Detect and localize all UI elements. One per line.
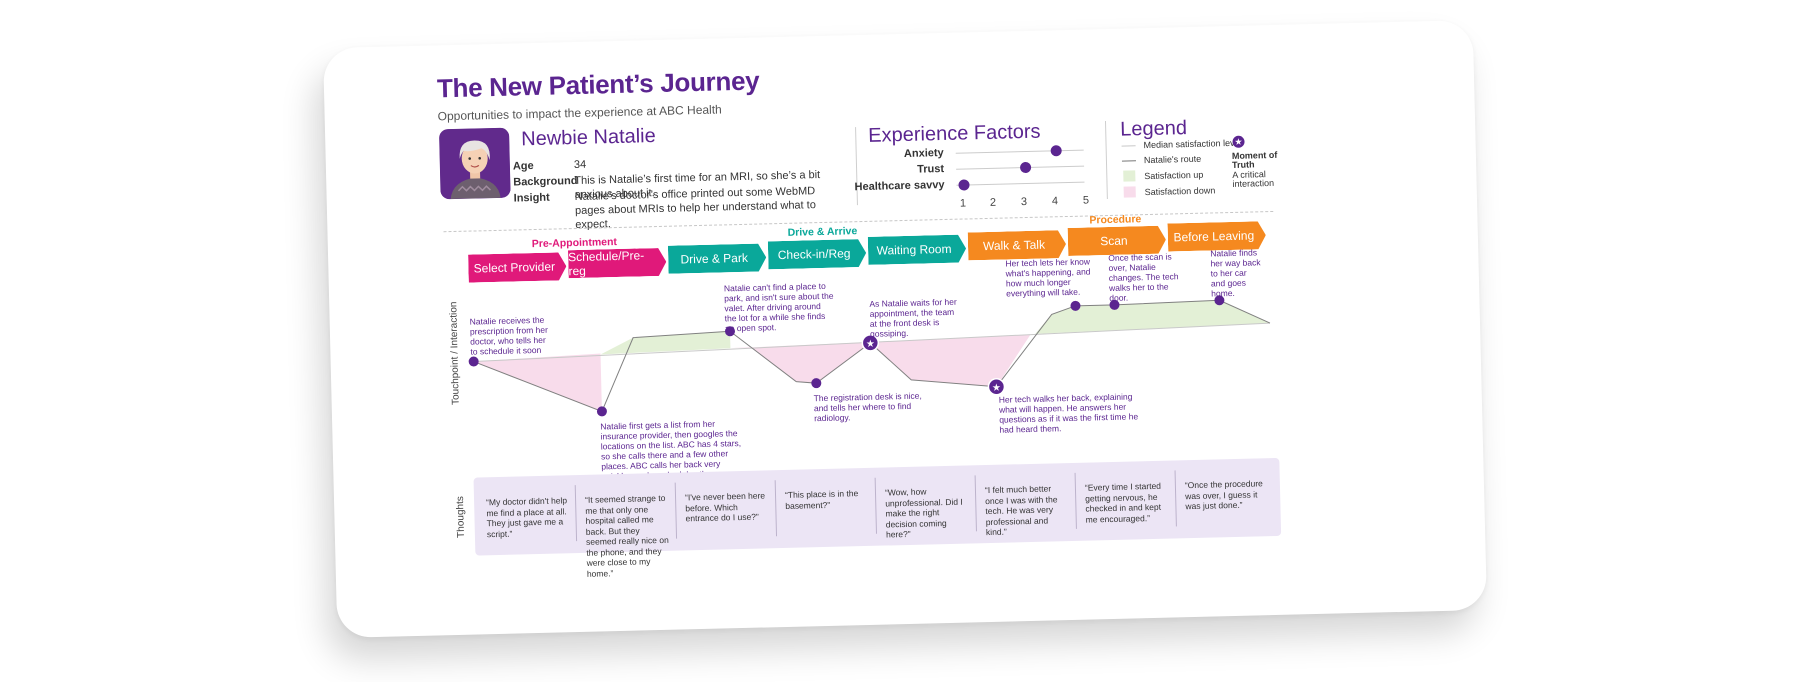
divider [774, 480, 778, 537]
persona-avatar [438, 127, 511, 200]
thought-scan: “Every time I started getting nervous, h… [1084, 480, 1162, 525]
satisfaction-up-area [600, 331, 731, 355]
journey-map-card: The New Patient’s Journey Opportunities … [322, 20, 1488, 638]
thought-select-provider: “My doctor didn't help me find a place a… [485, 495, 568, 539]
annotation-walk-talk: Her tech walks her back, explaining what… [998, 391, 1139, 435]
touchpoint-marker [1214, 295, 1225, 306]
touchpoint-marker [1109, 299, 1120, 310]
divider [874, 477, 877, 534]
thought-schedule: “It seemed strange to me that only one h… [584, 492, 669, 579]
touchpoint-marker [811, 378, 822, 389]
svg-text:★: ★ [992, 383, 1001, 394]
touchpoint-marker [596, 406, 607, 417]
annotation-before-leaving: Natalie finds her way back to her car an… [1210, 247, 1261, 299]
annotation-scan: Once the scan is over, Natalie changes. … [1108, 251, 1179, 303]
divider [974, 475, 977, 532]
thoughts-axis-label: Thoughts [454, 496, 467, 539]
touchpoint-marker [1070, 300, 1081, 311]
touchpoint-marker [725, 326, 736, 337]
annotation-check-in: The registration desk is nice, and tells… [813, 390, 922, 424]
satisfaction-down-area [473, 353, 602, 412]
annotation-select-provider: Natalie receives the prescription from h… [469, 314, 548, 357]
thought-check-in: “This place is in the basement?” [784, 488, 859, 511]
annotation-drive-park: Natalie can't find a place to park, and … [723, 280, 834, 334]
divider [1074, 472, 1077, 529]
journey-chart: ★ ★ [468, 295, 1271, 417]
annotation-walk-talk-2: Her tech lets her know what's happening,… [1005, 256, 1091, 299]
svg-text:★: ★ [866, 339, 875, 350]
thought-before-leaving: “Once the procedure was over, I guess it… [1184, 478, 1263, 512]
thought-waiting-room: “Wow, how unprofessional. Did I make the… [884, 486, 963, 540]
satisfaction-down-area [730, 334, 1031, 387]
thought-drive-park: “I've never been here before. Which entr… [684, 490, 766, 524]
moment-of-truth-marker: ★ [861, 334, 880, 352]
divider [1174, 470, 1177, 527]
moment-of-truth-marker: ★ [987, 378, 1006, 396]
annotation-waiting-room: As Natalie waits for her appointment, th… [869, 296, 957, 339]
divider [574, 485, 578, 542]
thought-walk-talk: “I felt much better once I was with the … [984, 483, 1058, 538]
touchpoint-marker [468, 356, 479, 367]
divider [674, 482, 678, 539]
